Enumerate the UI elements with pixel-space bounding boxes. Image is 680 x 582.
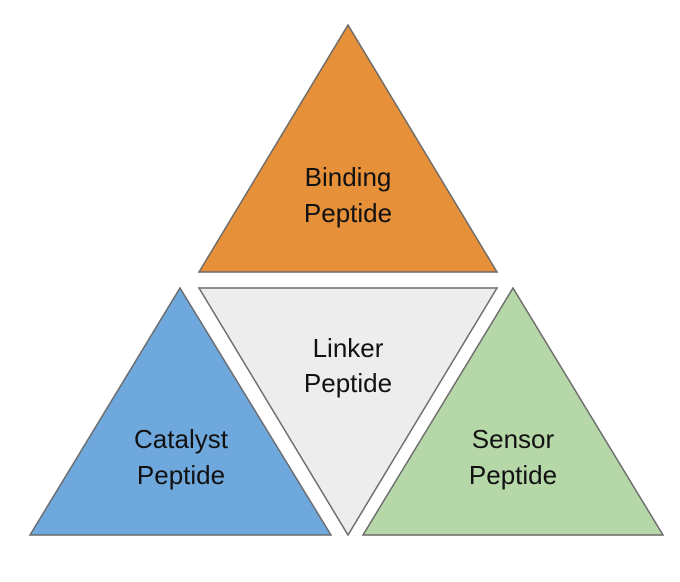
binding-peptide-triangle-group: Binding Peptide xyxy=(197,23,499,273)
sensor-peptide-triangle-group: Sensor Peptide xyxy=(361,286,665,536)
binding-peptide-triangle xyxy=(197,23,499,273)
catalyst-peptide-label-line1: Catalyst xyxy=(134,424,229,454)
catalyst-peptide-triangle xyxy=(28,286,333,536)
catalyst-peptide-triangle-group: Catalyst Peptide xyxy=(28,286,333,536)
sensor-peptide-label-line2: Peptide xyxy=(469,460,557,490)
linker-peptide-label-line1: Linker xyxy=(313,333,384,363)
binding-peptide-label-line2: Peptide xyxy=(304,198,392,228)
sensor-peptide-triangle xyxy=(361,286,665,536)
catalyst-peptide-label-line2: Peptide xyxy=(137,460,225,490)
linker-peptide-label-line2: Peptide xyxy=(304,368,392,398)
linker-peptide-triangle xyxy=(197,287,499,537)
binding-peptide-label-line1: Binding xyxy=(305,162,392,192)
sensor-peptide-label-line1: Sensor xyxy=(472,424,555,454)
linker-peptide-triangle-group: Linker Peptide xyxy=(197,287,499,537)
